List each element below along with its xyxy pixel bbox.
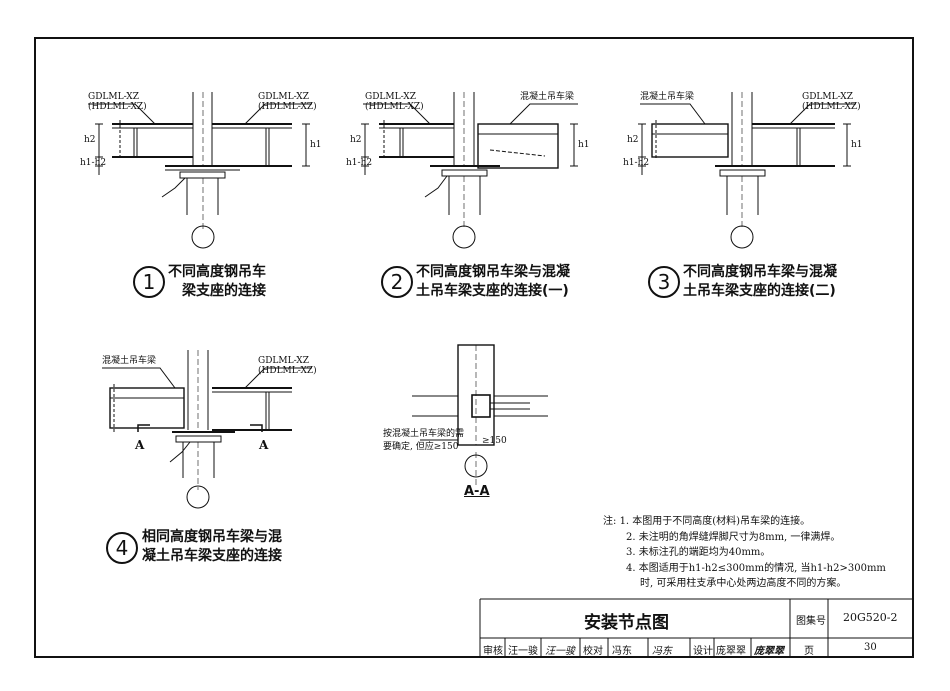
note-item: 4. 本图适用于h1-h2≤300mm的情况, 当h1-h2>300mm: [626, 562, 886, 574]
d4-right-label-1: GDLML-XZ: [258, 356, 309, 366]
detail-4-drawing: [102, 350, 312, 509]
d3-right-label-2: (HDLML-XZ): [802, 102, 861, 112]
d2-left-label-1: GDLML-XZ: [365, 92, 416, 102]
detail-2-title-line1: 不同高度钢吊车梁与混凝: [416, 264, 570, 280]
reviewer-signature: 汪一骏: [545, 646, 575, 657]
d4-right-label-2: (HDLML-XZ): [258, 366, 317, 376]
drawing-title: 安装节点图: [584, 613, 669, 633]
section-note-line2: 要确定, 但应≥150: [383, 442, 459, 452]
d4-section-mark-right: A: [259, 438, 269, 452]
detail-3-drawing: [638, 92, 856, 249]
d2-dim-h1h2: h1-h2: [346, 158, 373, 168]
page-number: 30: [864, 642, 877, 653]
d3-left-label-1: 混凝土吊车梁: [640, 92, 695, 102]
review-label: 审核: [483, 646, 503, 657]
d2-dim-h2: h2: [350, 135, 362, 145]
d3-right-label-1: GDLML-XZ: [802, 92, 853, 102]
detail-4-number: 4: [106, 532, 138, 564]
d3-dim-h1h2: h1-h2: [623, 158, 650, 168]
designer-signature: 庞翠翠: [754, 646, 784, 657]
d1-right-label-2: (HDLML-XZ): [258, 102, 317, 112]
design-label: 设计: [693, 646, 713, 657]
detail-2-drawing: [361, 92, 578, 249]
detail-1-drawing: [88, 92, 312, 249]
checker-signature: 冯东: [652, 646, 672, 657]
drawing-frame: [34, 37, 914, 658]
detail-1-title-line2: 梁支座的连接: [182, 283, 266, 299]
title-block-lines: [479, 598, 914, 658]
note-item: 1. 本图用于不同高度(材料)吊车梁的连接。: [619, 516, 811, 527]
detail-3-number: 3: [648, 266, 680, 298]
d4-left-label-1: 混凝土吊车梁: [102, 356, 157, 366]
note-item: 2. 未注明的角焊缝焊脚尺寸为8mm, 一律满焊。: [626, 531, 841, 543]
detail-3-title-line1: 不同高度钢吊车梁与混凝: [683, 264, 837, 280]
detail-3-title-line2: 土吊车梁支座的连接(二): [683, 283, 836, 299]
detail-4-title-line1: 相同高度钢吊车梁与混: [142, 529, 282, 545]
d1-left-label-1: GDLML-XZ: [88, 92, 139, 102]
notes-prefix: 注:: [603, 516, 617, 527]
d1-right-label-1: GDLML-XZ: [258, 92, 309, 102]
d2-dim-h1: h1: [578, 140, 590, 150]
d4-section-mark-left: A: [135, 438, 145, 452]
d3-dim-h2: h2: [627, 135, 639, 145]
reviewer-name: 汪一骏: [508, 646, 538, 657]
section-title: A-A: [464, 484, 490, 499]
detail-2-title-line2: 土吊车梁支座的连接(一): [416, 283, 569, 299]
note-item: 3. 未标注孔的端距均为40mm。: [626, 547, 771, 558]
detail-1-title-line1: 不同高度钢吊车: [168, 264, 266, 280]
checker-name: 冯东: [612, 646, 632, 657]
d1-dim-h2: h2: [84, 135, 96, 145]
d3-dim-h1: h1: [851, 140, 863, 150]
atlas-label: 图集号: [796, 616, 826, 627]
d1-left-label-2: (HDLML-XZ): [88, 102, 147, 112]
general-notes: 注: 1. 本图用于不同高度(材料)吊车梁的连接。 2. 未注明的角焊缝焊脚尺寸…: [603, 514, 886, 592]
designer-name: 庞翠翠: [716, 646, 746, 657]
check-label: 校对: [583, 646, 603, 657]
d2-right-label-1: 混凝土吊车梁: [520, 92, 575, 102]
notes-row-1: 注: 1. 本图用于不同高度(材料)吊车梁的连接。: [603, 514, 886, 530]
section-dim: ≥150: [482, 436, 507, 446]
page-label: 页: [804, 646, 814, 657]
detail-4-title-line2: 凝土吊车梁支座的连接: [142, 548, 282, 564]
detail-2-number: 2: [381, 266, 413, 298]
section-note-line1: 按混凝土吊车梁的需: [383, 429, 465, 439]
section-a-a-drawing: [412, 344, 548, 485]
detail-1-number: 1: [133, 266, 165, 298]
atlas-number: 20G520-2: [843, 611, 898, 624]
d1-dim-h1h2: h1-h2: [80, 158, 107, 168]
note-item: 时, 可采用柱支承中心处两边高度不同的方案。: [640, 578, 847, 589]
d2-left-label-2: (HDLML-XZ): [365, 102, 424, 112]
d1-dim-h1: h1: [310, 140, 322, 150]
